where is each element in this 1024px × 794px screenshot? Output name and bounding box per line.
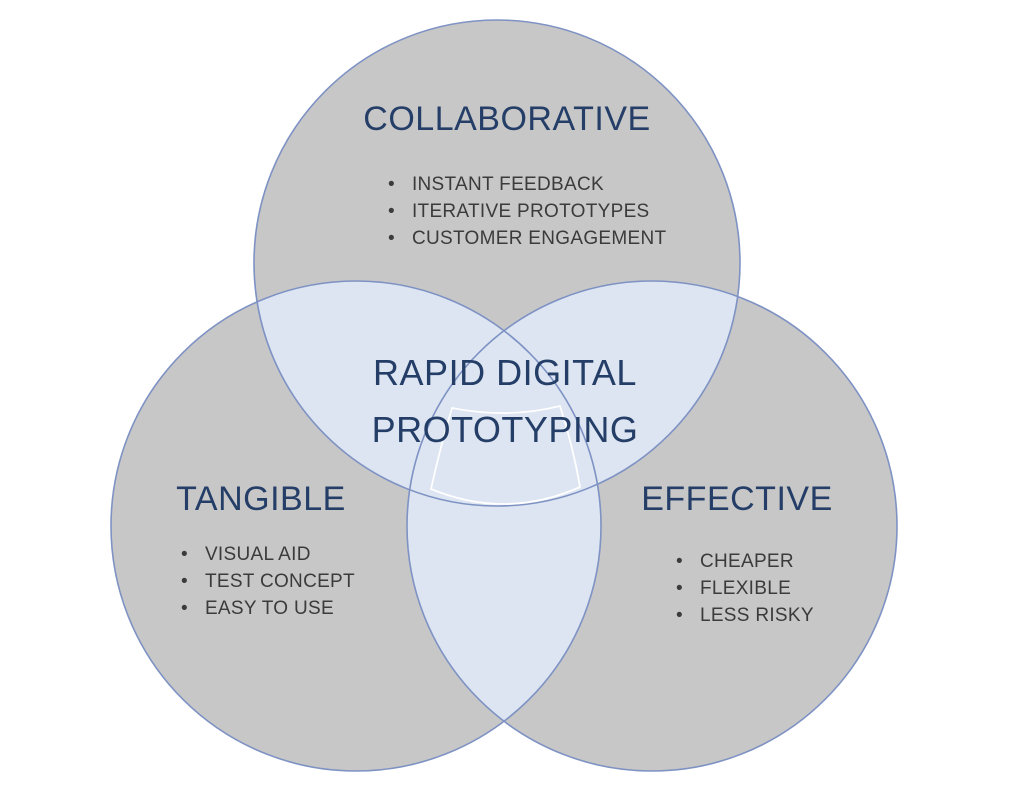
- effective-heading: EFFECTIVE: [641, 480, 833, 518]
- list-item: • LESS RISKY: [676, 602, 814, 629]
- collaborative-list: • INSTANT FEEDBACK • ITERATIVE PROTOTYPE…: [388, 171, 666, 252]
- center-title-line2: PROTOTYPING: [371, 409, 639, 450]
- bullet-icon: •: [181, 544, 188, 565]
- center-intersection-outline: [429, 404, 582, 505]
- collaborative-heading: COLLABORATIVE: [363, 100, 651, 138]
- overlap-collaborative-effective: [407, 281, 740, 506]
- list-item: • FLEXIBLE: [676, 575, 814, 602]
- collaborative-circle-outline: [253, 19, 741, 507]
- bullet-label: INSTANT FEEDBACK: [411, 174, 604, 195]
- list-item: • INSTANT FEEDBACK: [388, 171, 666, 198]
- bullet-label: TEST CONCEPT: [204, 571, 355, 592]
- tangible-list: • VISUAL AID • TEST CONCEPT • EASY TO US…: [181, 541, 355, 622]
- bullet-icon: •: [676, 551, 683, 572]
- list-item: • CUSTOMER ENGAGEMENT: [388, 225, 666, 252]
- bullet-icon: •: [676, 578, 683, 599]
- list-item: • VISUAL AID: [181, 541, 355, 568]
- center-title-line1: RAPID DIGITAL: [373, 352, 637, 393]
- bullet-icon: •: [388, 174, 395, 195]
- list-item: • EASY TO USE: [181, 595, 355, 622]
- bullet-label: LESS RISKY: [699, 605, 814, 626]
- overlap-tangible-effective: [407, 281, 601, 771]
- bullet-icon: •: [181, 571, 188, 592]
- bullet-label: CUSTOMER ENGAGEMENT: [411, 228, 667, 249]
- bullet-icon: •: [676, 605, 683, 626]
- list-item: • CHEAPER: [676, 548, 814, 575]
- bullet-label: VISUAL AID: [204, 544, 311, 565]
- effective-list: • CHEAPER • FLEXIBLE • LESS RISKY: [676, 548, 814, 629]
- effective-circle-outline: [406, 280, 898, 772]
- bullet-icon: •: [388, 228, 395, 249]
- center-title: RAPID DIGITAL PROTOTYPING: [372, 344, 639, 458]
- bullet-icon: •: [388, 201, 395, 222]
- tangible-circle-outline: [110, 280, 602, 772]
- bullet-icon: •: [181, 598, 188, 619]
- overlap-collaborative-tangible: [254, 281, 601, 506]
- bullet-label: FLEXIBLE: [699, 578, 792, 599]
- bullet-label: EASY TO USE: [204, 598, 334, 619]
- bullet-label: CHEAPER: [699, 551, 794, 572]
- list-item: • ITERATIVE PROTOTYPES: [388, 198, 666, 225]
- bullet-label: ITERATIVE PROTOTYPES: [411, 201, 650, 222]
- tangible-heading: TANGIBLE: [176, 480, 346, 518]
- list-item: • TEST CONCEPT: [181, 568, 355, 595]
